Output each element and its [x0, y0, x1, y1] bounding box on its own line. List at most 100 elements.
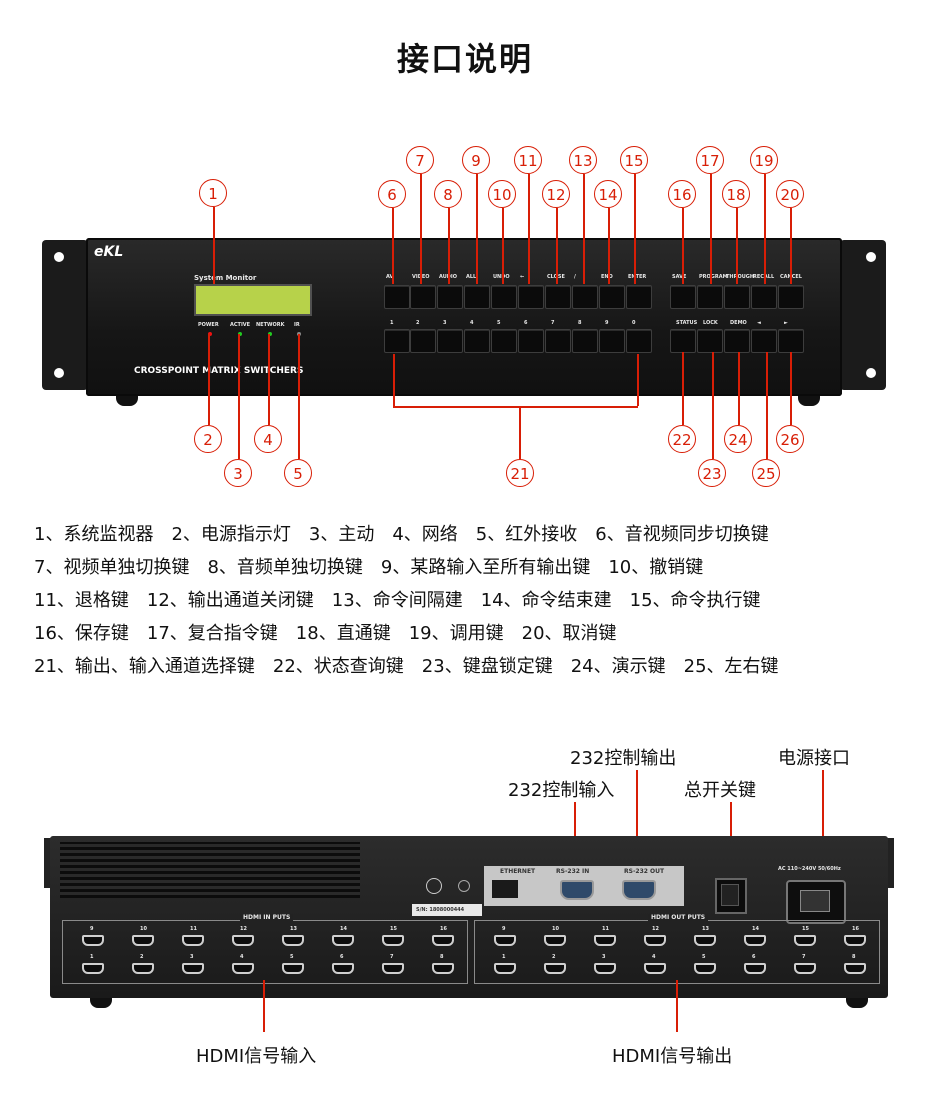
front-key[interactable]: [384, 285, 410, 309]
hdmi-port[interactable]: [432, 963, 454, 974]
callout-line: [238, 334, 240, 459]
ethernet-port[interactable]: [492, 880, 518, 898]
front-key[interactable]: [670, 285, 696, 309]
callout-24: 24: [724, 425, 752, 453]
hdmi-port[interactable]: [382, 935, 404, 946]
hdmi-port[interactable]: [594, 935, 616, 946]
power-inlet[interactable]: [786, 880, 846, 924]
hdmi-port[interactable]: [82, 963, 104, 974]
callout-20: 20: [776, 180, 804, 208]
front-key[interactable]: [778, 329, 804, 353]
hdmi-port[interactable]: [132, 963, 154, 974]
callout-25: 25: [752, 459, 780, 487]
port-number: 9: [90, 926, 94, 932]
ground-icon: [426, 878, 442, 894]
front-key[interactable]: [464, 329, 490, 353]
front-key[interactable]: [410, 285, 436, 309]
pointer-line: [263, 980, 265, 1032]
hdmi-port[interactable]: [332, 963, 354, 974]
front-key[interactable]: [751, 329, 777, 353]
hdmi-port[interactable]: [694, 963, 716, 974]
front-key[interactable]: [670, 329, 696, 353]
front-key[interactable]: [599, 285, 625, 309]
hdmi-port[interactable]: [844, 935, 866, 946]
hdmi-port[interactable]: [232, 963, 254, 974]
plate-label: ETHERNET: [500, 868, 536, 875]
callout-3: 3: [224, 459, 252, 487]
foot: [798, 396, 820, 406]
hdmi-port[interactable]: [282, 935, 304, 946]
port-number: 10: [140, 926, 147, 932]
front-key[interactable]: [545, 285, 571, 309]
front-key[interactable]: [778, 285, 804, 309]
hdmi-port[interactable]: [282, 963, 304, 974]
hdmi-port[interactable]: [494, 935, 516, 946]
hdmi-port[interactable]: [794, 963, 816, 974]
hdmi-port[interactable]: [744, 963, 766, 974]
port-number: 4: [240, 954, 244, 960]
hdmi-port[interactable]: [332, 935, 354, 946]
front-key[interactable]: [384, 329, 410, 353]
hdmi-port[interactable]: [132, 935, 154, 946]
front-key[interactable]: [572, 329, 598, 353]
key-label-bottom: 9: [605, 320, 609, 326]
port-number: 11: [190, 926, 197, 932]
front-key[interactable]: [572, 285, 598, 309]
front-key[interactable]: [464, 285, 490, 309]
indicator-led: [268, 332, 272, 336]
front-key[interactable]: [626, 285, 652, 309]
hdmi-port[interactable]: [744, 935, 766, 946]
hdmi-port[interactable]: [182, 935, 204, 946]
key-label-bottom: 6: [524, 320, 528, 326]
front-key[interactable]: [410, 329, 436, 353]
hdmi-port[interactable]: [432, 935, 454, 946]
hdmi-port[interactable]: [644, 963, 666, 974]
front-key[interactable]: [751, 285, 777, 309]
front-key[interactable]: [491, 329, 517, 353]
front-key[interactable]: [697, 285, 723, 309]
rs232-out-port[interactable]: [622, 880, 656, 900]
callout-23: 23: [698, 459, 726, 487]
hdmi-port[interactable]: [82, 935, 104, 946]
front-key[interactable]: [437, 285, 463, 309]
foot: [846, 998, 868, 1008]
callout-2: 2: [194, 425, 222, 453]
callout-line: [502, 208, 504, 284]
hdmi-port[interactable]: [844, 963, 866, 974]
hdmi-port[interactable]: [544, 963, 566, 974]
hdmi-port[interactable]: [232, 935, 254, 946]
front-key[interactable]: [491, 285, 517, 309]
hdmi-port[interactable]: [694, 935, 716, 946]
port-number: 4: [652, 954, 656, 960]
front-key[interactable]: [724, 285, 750, 309]
hdmi-port[interactable]: [544, 935, 566, 946]
hdmi-port[interactable]: [644, 935, 666, 946]
callout-18: 18: [722, 180, 750, 208]
port-number: 16: [440, 926, 447, 932]
front-key[interactable]: [437, 329, 463, 353]
port-number: 13: [290, 926, 297, 932]
callout-line: [476, 174, 478, 284]
hdmi-port[interactable]: [794, 935, 816, 946]
hdmi-port[interactable]: [382, 963, 404, 974]
front-key[interactable]: [599, 329, 625, 353]
hdmi-port[interactable]: [594, 963, 616, 974]
front-key[interactable]: [518, 285, 544, 309]
callout-15: 15: [620, 146, 648, 174]
front-key[interactable]: [626, 329, 652, 353]
callout-line: [556, 208, 558, 284]
callout-line: [790, 352, 792, 425]
hdmi-port[interactable]: [182, 963, 204, 974]
callout-13: 13: [569, 146, 597, 174]
front-key[interactable]: [724, 329, 750, 353]
hdmi-port[interactable]: [494, 963, 516, 974]
serial-sticker: [412, 904, 482, 916]
port-number: 11: [602, 926, 609, 932]
front-key[interactable]: [697, 329, 723, 353]
key-label-7: CLOSE: [547, 274, 565, 280]
rs232-in-port[interactable]: [560, 880, 594, 900]
pointer-line: [676, 980, 678, 1032]
power-rating: AC 110~240V 50/60Hz: [778, 866, 841, 872]
front-key[interactable]: [545, 329, 571, 353]
front-key[interactable]: [518, 329, 544, 353]
